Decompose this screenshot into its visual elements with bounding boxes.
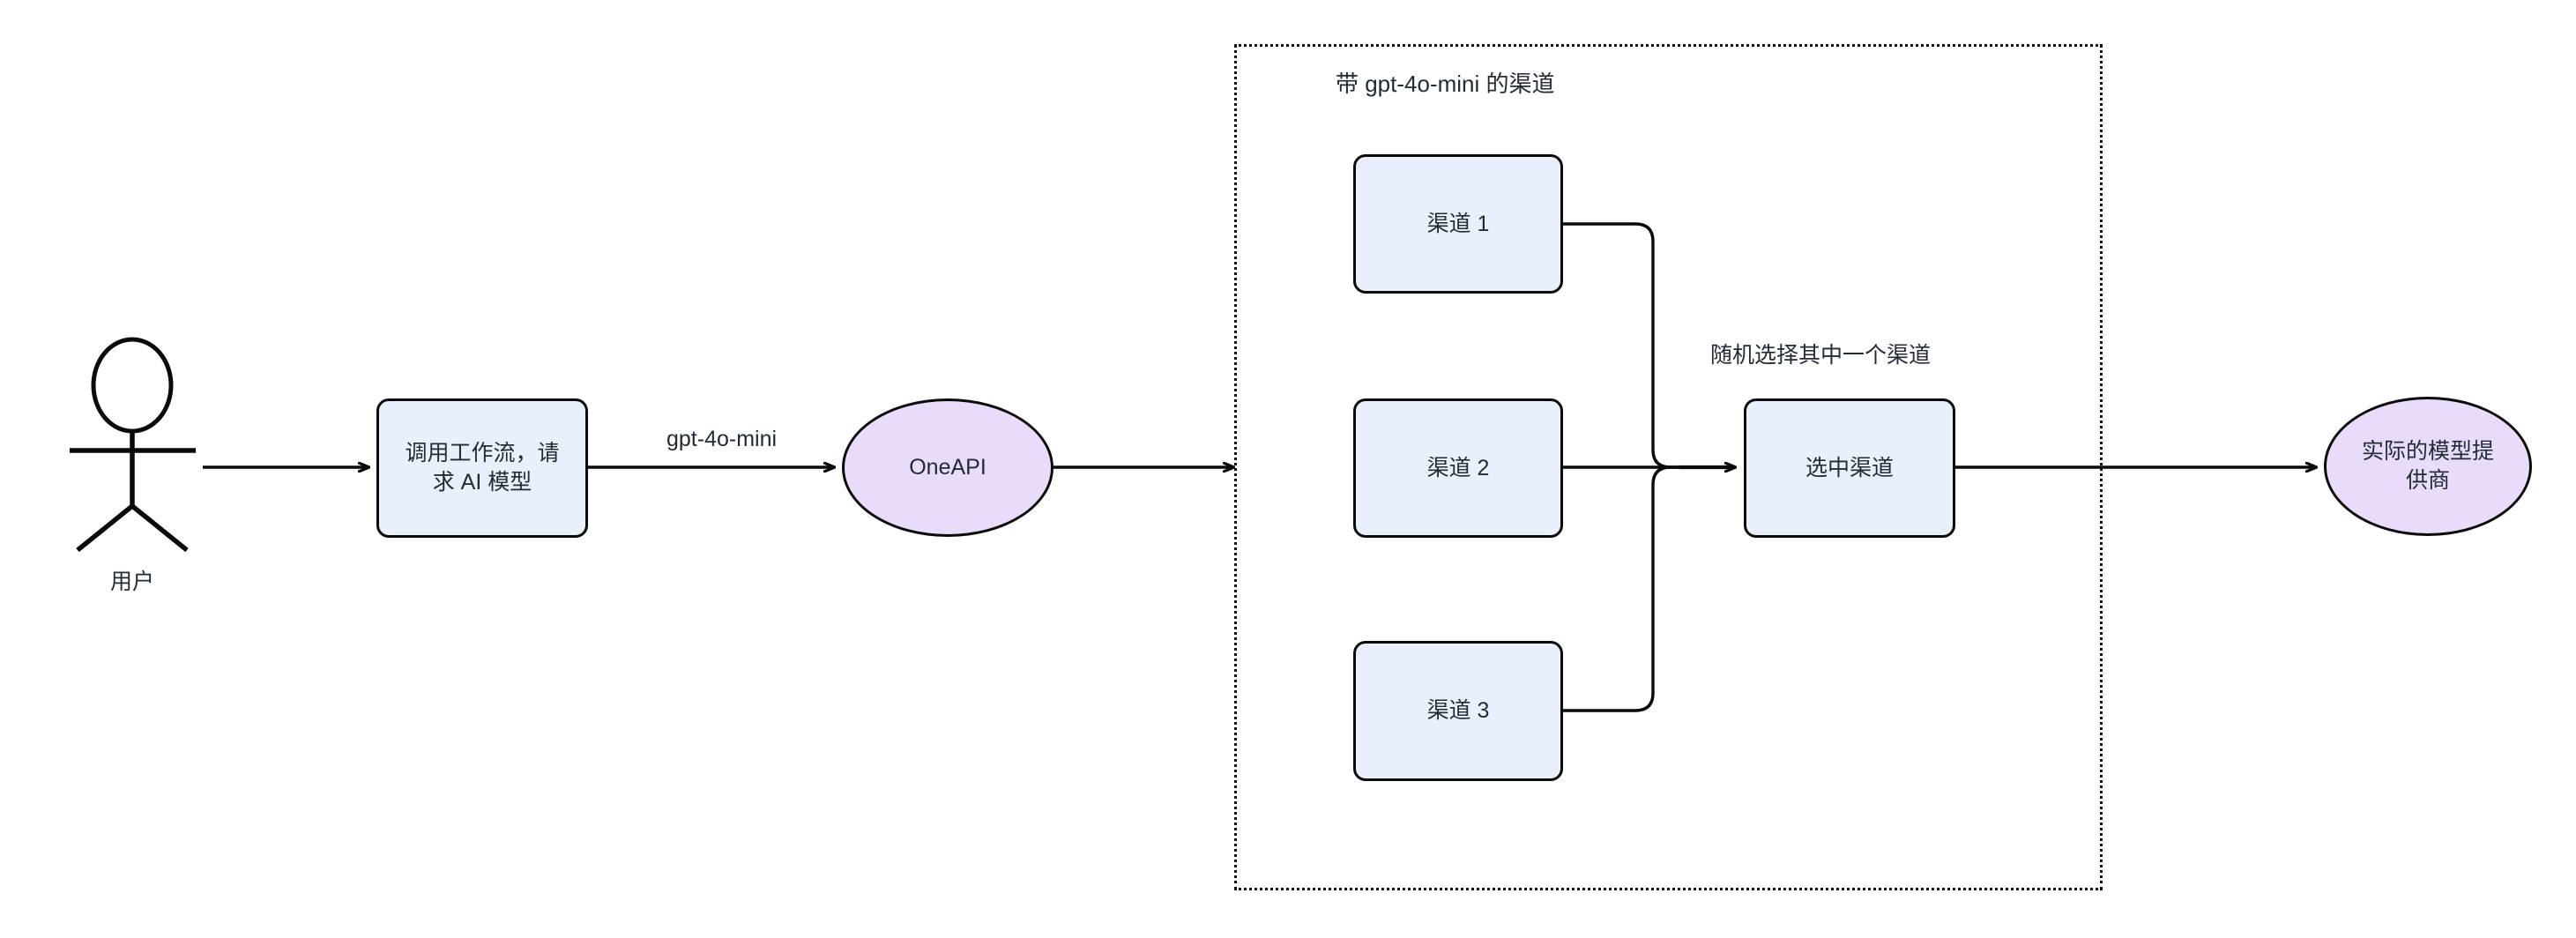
node-selected-channel[interactable]: 选中渠道 xyxy=(1744,398,1955,538)
node-oneapi[interactable]: OneAPI xyxy=(842,398,1053,537)
node-channel-2[interactable]: 渠道 2 xyxy=(1353,398,1563,538)
actor-head xyxy=(91,337,174,434)
actor-leg-left xyxy=(76,503,134,553)
node-call-workflow[interactable]: 调用工作流，请 求 AI 模型 xyxy=(376,398,588,538)
node-channel-3[interactable]: 渠道 3 xyxy=(1353,641,1563,781)
edge-label-model-name: gpt-4o-mini xyxy=(661,427,783,452)
node-channel-1[interactable]: 渠道 1 xyxy=(1353,154,1563,294)
edge-label-random-pick: 随机选择其中一个渠道 xyxy=(1710,343,1932,368)
channels-group xyxy=(1234,44,2103,890)
actor-label: 用户 xyxy=(109,570,154,594)
node-real-provider[interactable]: 实际的模型提 供商 xyxy=(2324,397,2532,536)
channels-group-title: 带 gpt-4o-mini 的渠道 xyxy=(1336,71,1555,97)
actor-leg-right xyxy=(130,503,189,553)
